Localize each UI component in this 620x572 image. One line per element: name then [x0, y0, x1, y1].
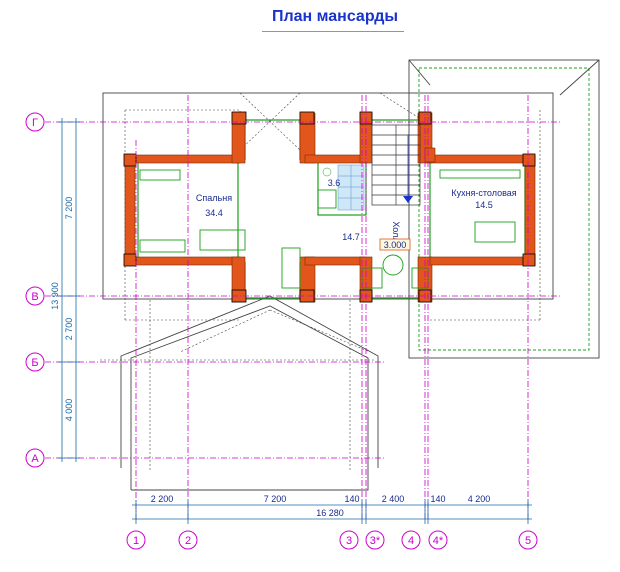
axis-col-1: 1 [133, 535, 139, 547]
dim-v-0: 7 200 [64, 197, 74, 220]
horizontal-dimension-labels: 2 200 7 200 140 2 400 140 4 200 16 280 [151, 494, 491, 518]
vertical-dimensions [58, 118, 80, 462]
axis-row-g: Г [32, 117, 38, 129]
column-axis-markers: 1 2 3 3* 4 4* 5 [126, 530, 538, 550]
axis-row-v: В [31, 291, 38, 303]
bathroom-tiles [322, 164, 365, 211]
room-name-kitchen: Кухня-столовая [451, 188, 516, 198]
vertical-dimension-labels: 7 200 2 700 4 000 13 900 [50, 197, 74, 422]
axis-col-3: 3 [346, 535, 352, 547]
walls [124, 112, 536, 303]
page-title: План мансарды [271, 8, 399, 25]
axis-col-2: 2 [185, 535, 191, 547]
row-axis-markers: Г В Б А [25, 112, 45, 468]
level-mark: 3.000 [384, 240, 407, 250]
room-area-hall: 14.7 [342, 232, 360, 242]
axis-lines [45, 95, 560, 520]
dim-v-2: 4 000 [64, 399, 74, 422]
dim-h-4: 140 [430, 494, 445, 504]
wall-corner-blocks [123, 111, 536, 303]
axis-col-4: 4 [408, 535, 414, 547]
roof-dashed-lines [100, 92, 541, 470]
staircase [371, 124, 421, 206]
dim-h-total: 16 280 [316, 508, 344, 518]
dim-v-total: 13 900 [50, 282, 60, 310]
dim-h-0: 2 200 [151, 494, 174, 504]
axis-col-5: 5 [525, 535, 531, 547]
room-area-bedroom: 34.4 [205, 208, 223, 218]
axis-row-b: Б [31, 357, 38, 369]
dim-h-2: 140 [344, 494, 359, 504]
title-underline [262, 31, 404, 32]
furniture [139, 169, 521, 289]
room-name-hall: Холл [391, 221, 401, 242]
level-mark-box [379, 238, 411, 251]
room-area-bathroom: 3.6 [328, 178, 341, 188]
axis-row-a: А [31, 453, 39, 465]
dim-h-1: 7 200 [264, 494, 287, 504]
axis-col-3-star: 3* [370, 535, 381, 547]
roof-outline [102, 59, 600, 491]
window-frames [137, 119, 526, 299]
dim-h-5: 4 200 [468, 494, 491, 504]
room-area-kitchen: 14.5 [475, 200, 493, 210]
room-labels: Спальня 34.4 Кухня-столовая 14.5 Холл 14… [196, 178, 517, 243]
dim-h-3: 2 400 [382, 494, 405, 504]
dim-v-1: 2 700 [64, 318, 74, 341]
horizontal-dimensions [132, 500, 532, 524]
axis-col-4-star: 4* [433, 535, 444, 547]
room-name-bedroom: Спальня [196, 193, 232, 203]
